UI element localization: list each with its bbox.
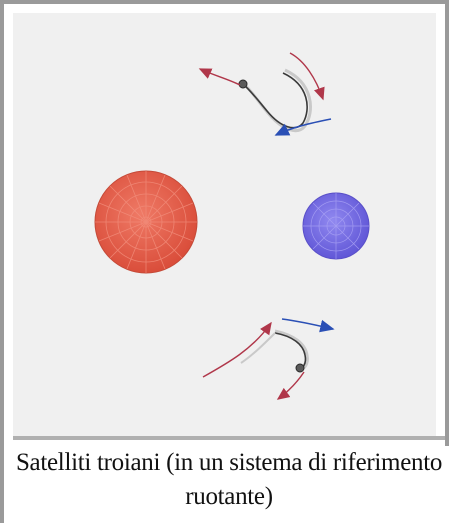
- upper-trojan-orbit: [198, 52, 332, 136]
- lower-trojan-orbit: [202, 318, 335, 400]
- lower-blue-arrow: [281, 318, 335, 333]
- lower-red-arrow-left: [202, 321, 272, 378]
- trojan-diagram: [94, 52, 370, 400]
- frame-border-top: [0, 0, 449, 4]
- lower-trojan-satellite: [295, 363, 305, 373]
- upper-red-arrow-left: [198, 68, 241, 86]
- lower-red-arrow-right: [276, 371, 305, 400]
- figure-caption: Satelliti troiani (in un sistema di rife…: [15, 449, 443, 510]
- planet-disk: [302, 192, 370, 260]
- upper-blue-arrow: [274, 118, 332, 136]
- trojan-diagram-panel: [13, 13, 436, 436]
- sun-disk: [94, 170, 198, 274]
- frame-border-left: [0, 0, 4, 523]
- frame-border-right: [445, 0, 449, 446]
- caption-divider: [13, 436, 445, 440]
- upper-red-arrow-right: [289, 52, 325, 101]
- upper-trojan-satellite: [238, 79, 248, 89]
